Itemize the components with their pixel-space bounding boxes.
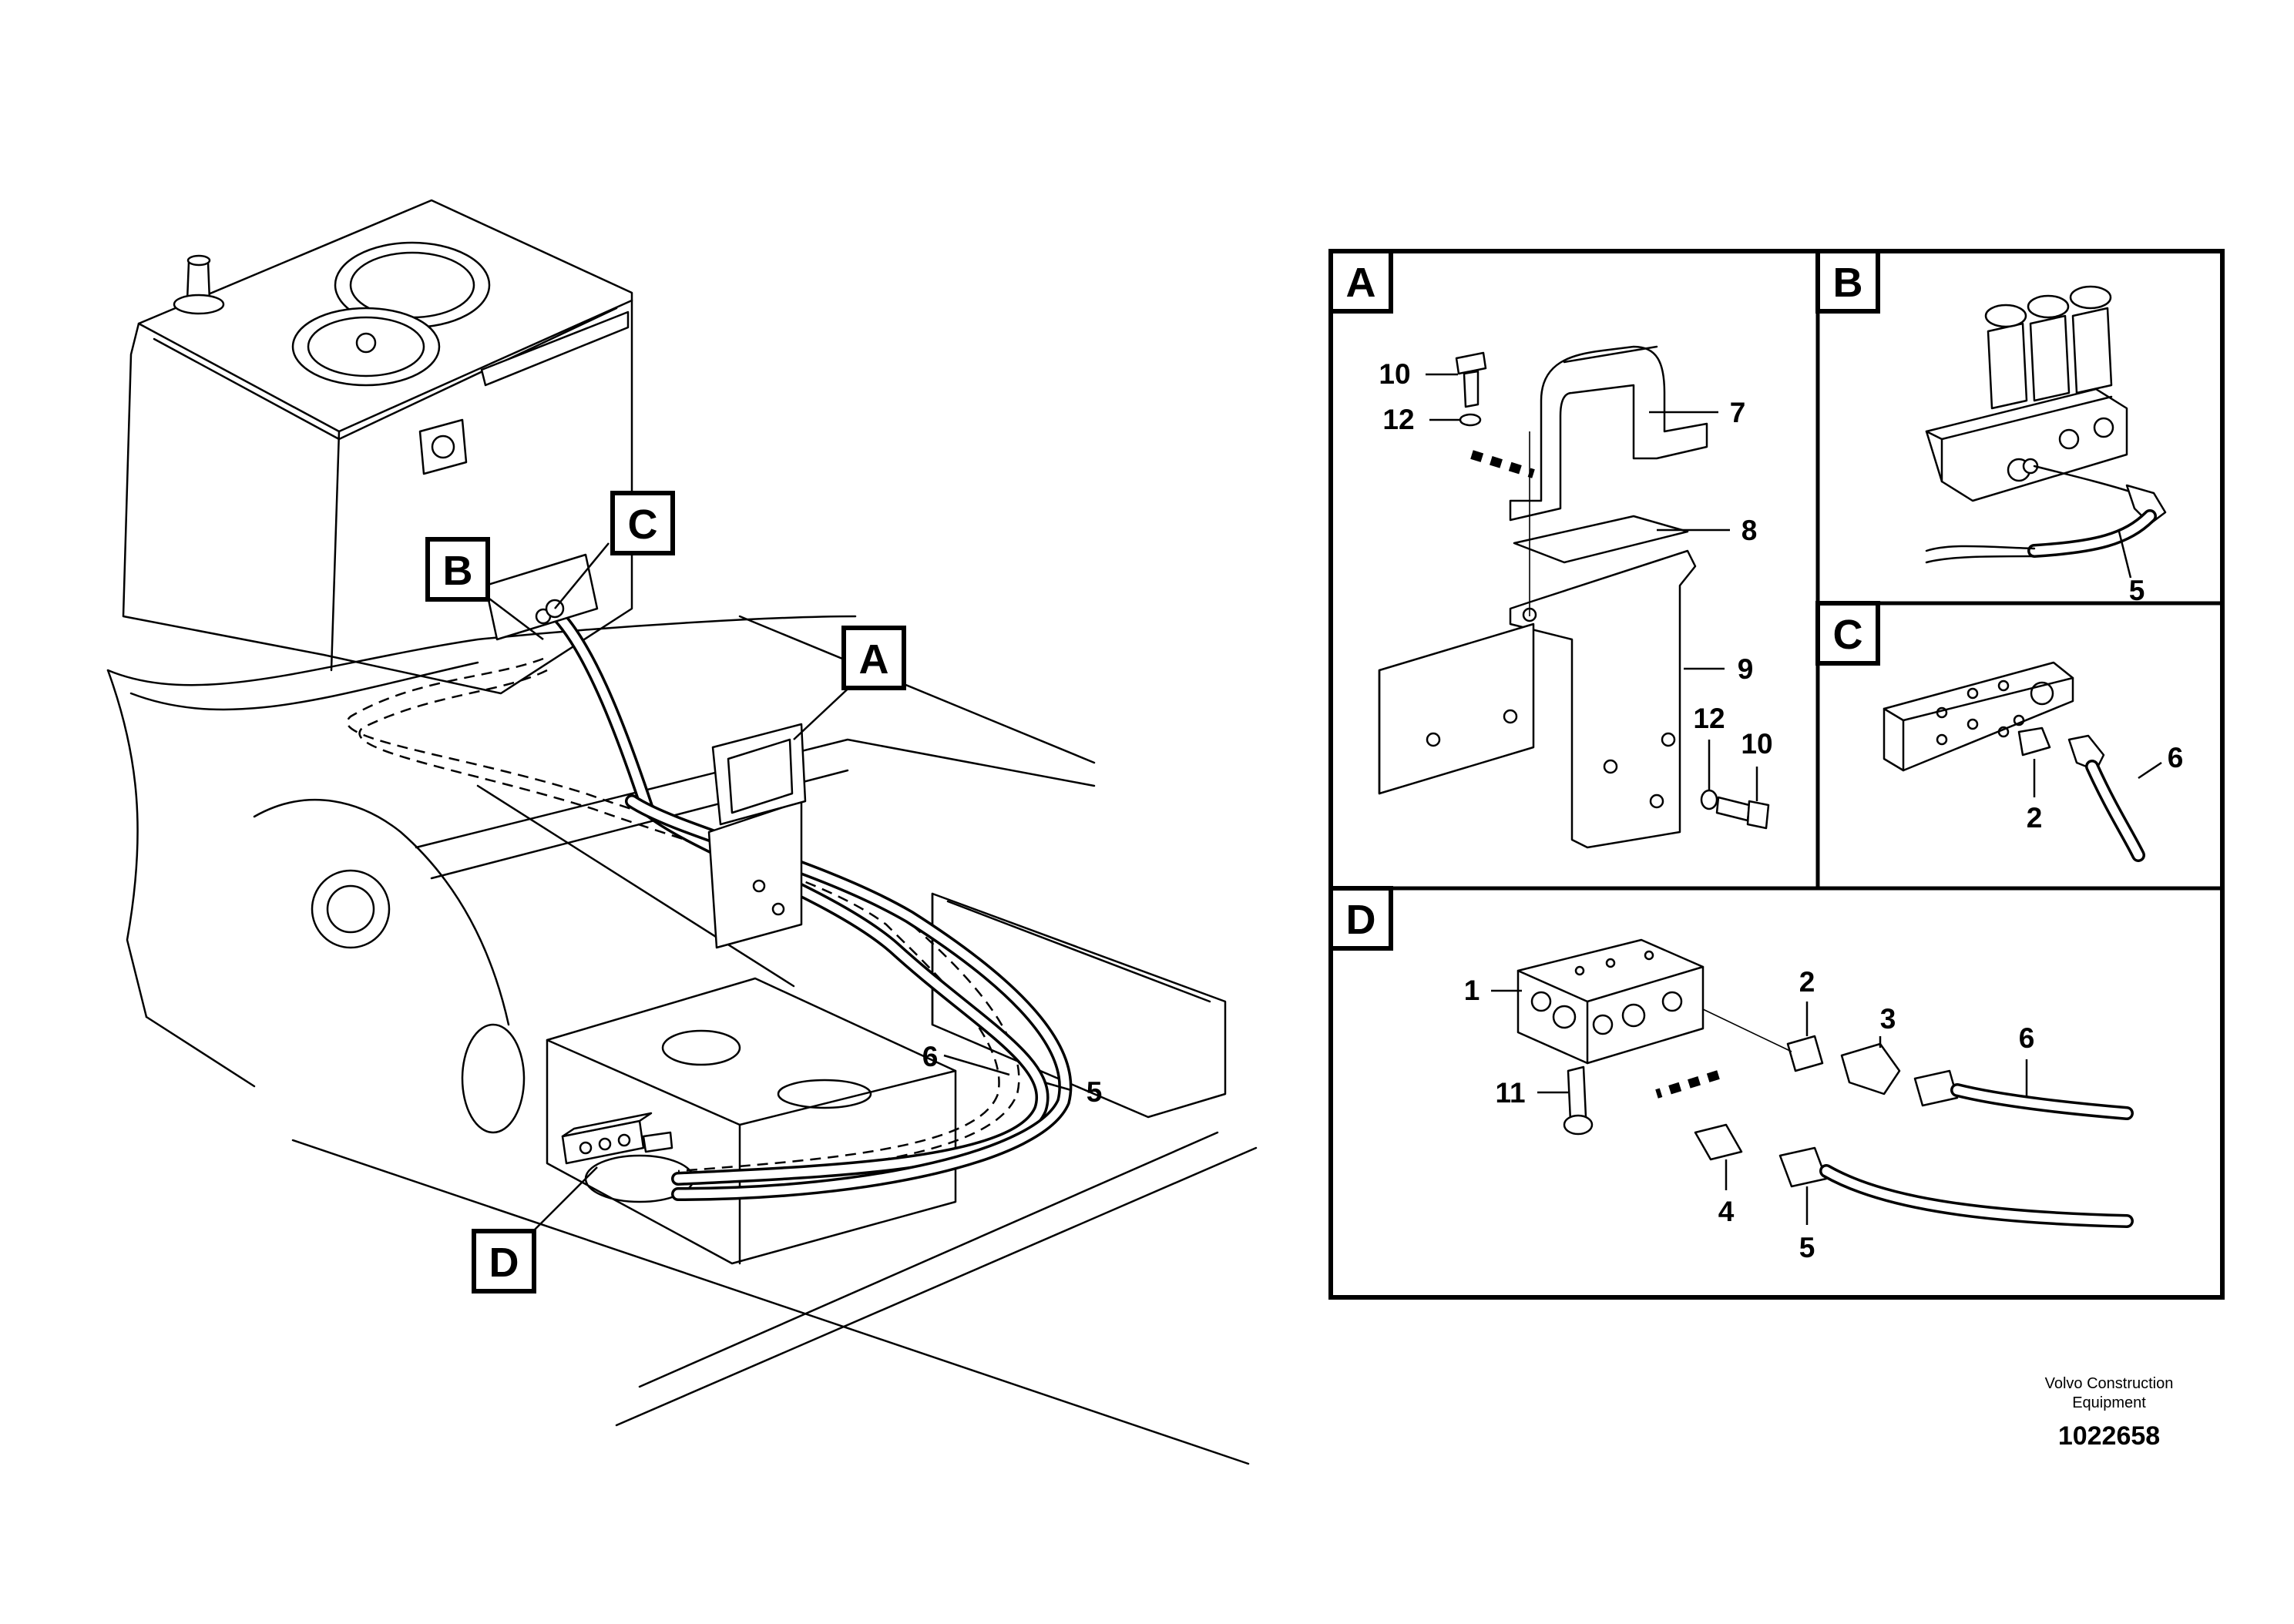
panel-a-label-washer-bottom: 12 [1693,703,1725,734]
callout-a: A [859,636,889,683]
panel-d-label-elbow: 3 [1880,1003,1896,1035]
distribution-block [561,1112,673,1165]
panel-d-label-nipple-upper: 2 [1799,966,1815,998]
panel-b: B 5 [1815,249,2167,606]
panel-d-label-nipple-lower: 4 [1718,1196,1735,1227]
callout-a-box [841,626,906,690]
panel-a-label-washer-top: 12 [1382,404,1414,435]
panel-d-label-block: 1 [1464,975,1480,1006]
callout-c-leader [554,542,610,609]
callout-a-leader [793,681,856,740]
panel-c-tag-box [1815,601,1880,666]
panel-c-label-hose: 6 [2168,742,2184,773]
company-name-line2: Equipment [2072,1394,2146,1411]
main-label-hose-5: 5 [1087,1076,1103,1108]
main-view: B C A D 6 5 [106,199,1258,1465]
panel-b-label-hose: 5 [2129,575,2145,606]
company-name-line1: Volvo Construction [2045,1375,2174,1392]
boom-frame [106,615,1258,1465]
panel-c-label-nipple: 2 [2027,802,2043,834]
callout-b-box [425,537,490,602]
hydraulic-tank [122,199,633,695]
callout-d-box [472,1229,536,1293]
panel-d-label-hose-upper: 6 [2019,1022,2035,1054]
panel-a: A 10 12 7 8 9 [1328,249,1773,849]
footer: Volvo Construction Equipment 1022658 [2045,1375,2174,1451]
panel-a-label-bolt-top: 10 [1379,358,1410,390]
drawing-number: 1022658 [2058,1421,2160,1451]
callout-b: B [443,548,473,594]
main-label-hose-6: 6 [922,1041,939,1072]
panel-b-tag: B [1833,260,1863,306]
callout-c-box [610,491,675,555]
hose-lines [552,609,1073,1201]
panel-c: C 6 2 [1815,601,2184,862]
panel-c-tag: C [1833,612,1863,658]
callout-c: C [628,502,658,548]
panel-d-label-hose-lower: 5 [1799,1232,1815,1263]
callout-d-leader [531,1166,598,1233]
panel-a-label-bracket: 9 [1738,653,1754,685]
panel-a-tag: A [1346,260,1376,306]
panel-d: D 1 2 [1328,886,2134,1263]
panel-a-label-clamp: 7 [1730,397,1746,428]
panel-d-tag: D [1346,897,1376,943]
panel-a-tag-box [1328,249,1393,314]
panel-d-label-screw: 11 [1495,1077,1525,1109]
callout-d: D [489,1240,519,1286]
panel-d-tag-box [1328,886,1393,951]
clamp-bracket-assembly [707,723,807,949]
panel-b-tag-box [1815,249,1880,314]
panel-a-label-pad: 8 [1741,515,1758,546]
panel-a-label-bolt-bottom: 10 [1741,728,1772,760]
